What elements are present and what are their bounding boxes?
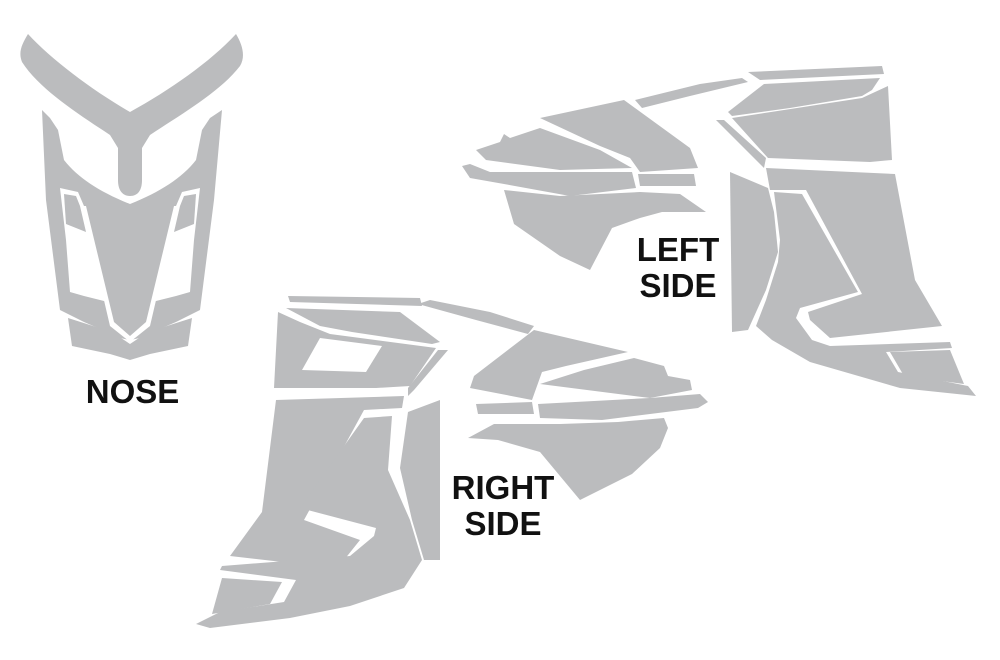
nose-label: NOSE	[70, 374, 195, 410]
left-middle-zig	[756, 192, 976, 396]
right-main-big	[230, 396, 404, 564]
left-rear-main	[766, 168, 942, 338]
nose-bottom-chevron	[68, 318, 192, 360]
right-wing-lower	[468, 418, 668, 500]
right-middle-zig	[196, 416, 422, 628]
right-upper-front	[286, 308, 440, 344]
right-wing-upper	[540, 358, 692, 398]
left-wing-small	[638, 174, 696, 186]
right-side-label: RIGHT SIDE	[443, 470, 563, 542]
left-upper-front	[728, 78, 880, 116]
right-top-strip-1	[288, 296, 422, 306]
left-upper-big	[732, 86, 892, 162]
nose-label-text: NOSE	[85, 373, 180, 410]
left-diagonal-thin	[716, 120, 766, 168]
right-front-vertical	[400, 400, 440, 560]
right-rear-insert	[212, 578, 282, 614]
right-top-strip-2	[418, 300, 534, 334]
right-upper-window	[302, 338, 382, 372]
left-wing-top	[540, 100, 698, 172]
right-wing-mid	[538, 394, 708, 420]
left-top-strip-1	[635, 78, 748, 108]
left-rear-insert	[890, 350, 964, 384]
left-wing-mid	[462, 164, 636, 196]
nose-top-chevron	[20, 34, 243, 196]
right-side-group	[196, 296, 708, 628]
right-diagonal-thin	[408, 350, 448, 396]
left-side-label-line2: SIDE	[639, 267, 717, 304]
right-wing-small	[476, 402, 534, 414]
left-top-strip-2	[748, 66, 884, 80]
left-side-group	[462, 66, 976, 396]
nose-center-gap	[82, 206, 178, 342]
left-wing-upper	[476, 128, 632, 170]
left-side-label: LEFT SIDE	[628, 232, 728, 304]
nose-group	[20, 34, 243, 360]
left-front-vertical	[730, 172, 778, 332]
nose-left-window-insert	[64, 194, 86, 232]
right-wing-top	[470, 330, 628, 400]
nose-right-window-insert	[174, 194, 196, 232]
right-side-label-line1: RIGHT	[451, 469, 555, 506]
right-side-label-line2: SIDE	[464, 505, 542, 542]
left-side-label-line1: LEFT	[636, 231, 720, 268]
left-wing-lower	[504, 190, 706, 270]
